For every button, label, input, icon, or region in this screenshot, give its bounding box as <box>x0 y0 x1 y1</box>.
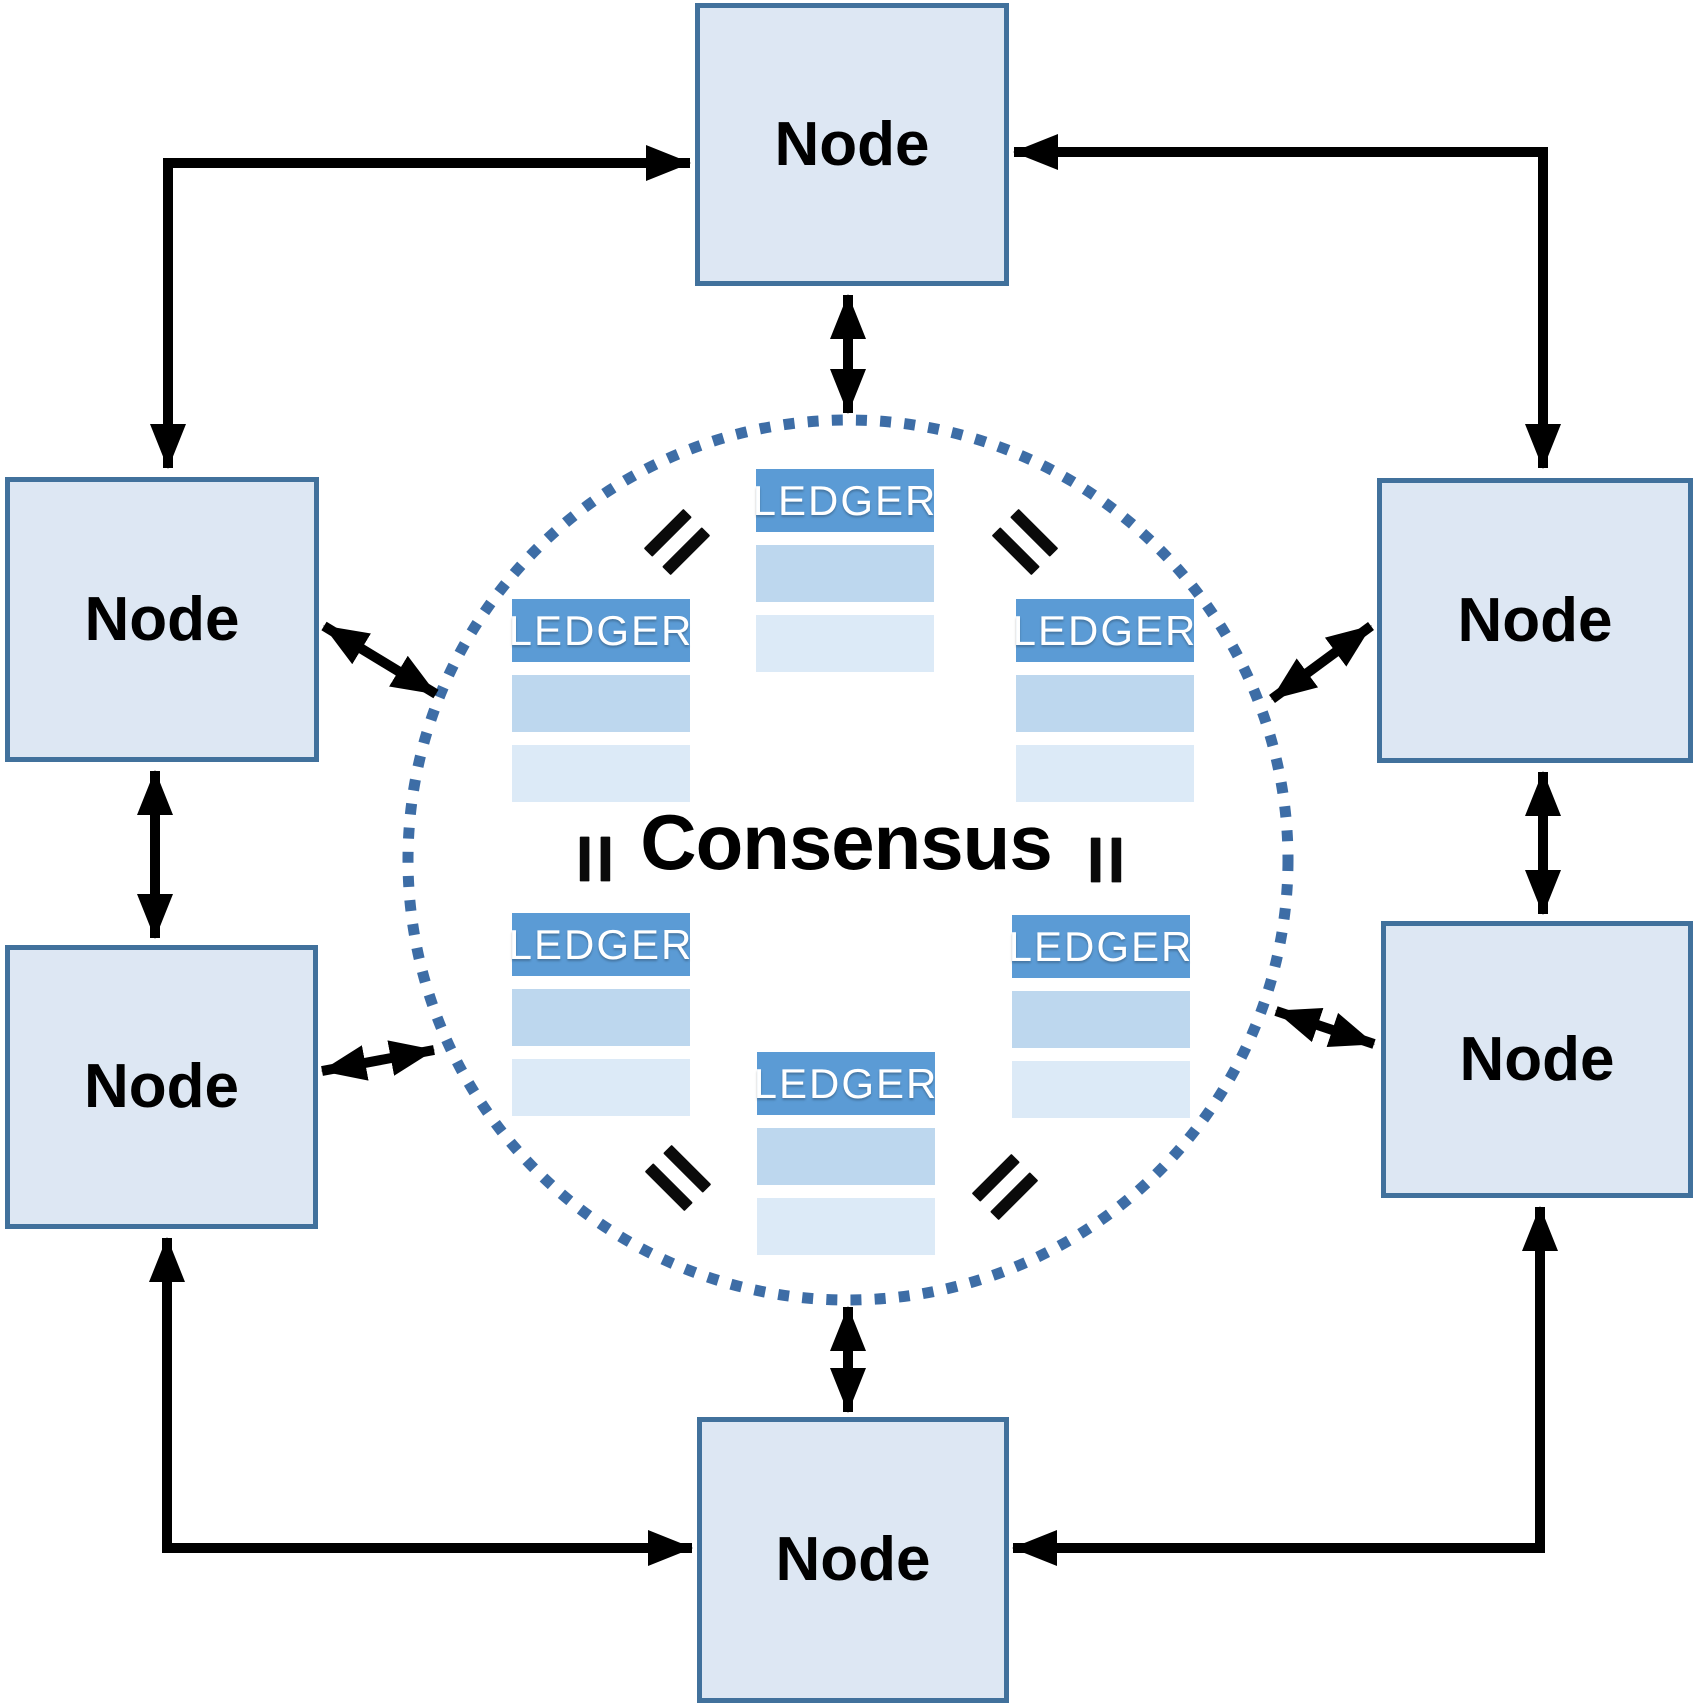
ledger-header: LEDGER <box>1009 915 1191 978</box>
ledger-bottom: LEDGER <box>754 1052 936 1255</box>
ledger-row <box>512 1059 690 1116</box>
ledger-title: LEDGER <box>753 1059 939 1107</box>
consensus-circle <box>402 414 1294 1306</box>
node-top: Node <box>695 3 1009 286</box>
node-right-lower: Node <box>1381 921 1693 1198</box>
ledger-row <box>1016 675 1194 732</box>
ledger-row <box>512 675 690 732</box>
ledger-title: LEDGER <box>508 606 694 654</box>
ledger-header: LEDGER <box>754 1052 936 1115</box>
node-right-upper: Node <box>1377 478 1693 763</box>
node-label: Node <box>1459 1024 1615 1094</box>
node-left-lower: Node <box>5 945 318 1229</box>
ledger-header: LEDGER <box>1013 599 1195 662</box>
arrow-topnode-leftupper <box>149 145 691 469</box>
arrow-leftlower-circle <box>321 1040 435 1081</box>
arrow-leftlower-bottomnode <box>149 1237 693 1567</box>
ledger-row <box>512 989 690 1046</box>
ledger-lower-right: LEDGER <box>1009 915 1191 1118</box>
ledger-row <box>1012 991 1190 1048</box>
ledger-row <box>757 1198 935 1255</box>
ledger-upper-right: LEDGER <box>1013 599 1195 802</box>
arrow-topnode-rightupper <box>1013 133 1561 469</box>
consensus-label: Consensus <box>640 798 1052 886</box>
node-bottom: Node <box>697 1417 1009 1703</box>
arrow-rightlower-bottomnode <box>1012 1206 1559 1566</box>
ledger-title: LEDGER <box>508 920 694 968</box>
ledger-row <box>1012 1061 1190 1118</box>
equals-icon-middle-left <box>579 836 611 882</box>
arrow-leftupper-circle <box>321 621 439 699</box>
ledger-top: LEDGER <box>753 469 935 672</box>
ledger-row <box>756 615 934 672</box>
ledger-header: LEDGER <box>509 599 691 662</box>
node-left-upper: Node <box>5 477 319 762</box>
ledger-upper-left: LEDGER <box>509 599 691 802</box>
ledger-title: LEDGER <box>1012 606 1198 654</box>
ledger-row <box>512 745 690 802</box>
node-label: Node <box>775 1525 931 1594</box>
ledger-header: LEDGER <box>509 913 691 976</box>
ledger-row <box>1016 745 1194 802</box>
node-label: Node <box>774 109 930 179</box>
node-label: Node <box>84 1052 239 1121</box>
ledger-lower-left: LEDGER <box>509 913 691 1116</box>
ledger-title: LEDGER <box>752 476 938 524</box>
ledger-row <box>757 1128 935 1185</box>
ledger-title: LEDGER <box>1008 922 1194 970</box>
node-label: Node <box>1457 585 1613 655</box>
node-label: Node <box>84 584 240 654</box>
arrow-rightupper-circle <box>1269 621 1374 704</box>
arrow-rightlower-circle <box>1274 1006 1376 1049</box>
ledger-header: LEDGER <box>753 469 935 532</box>
equals-icon-middle-right <box>1090 837 1122 883</box>
ledger-row <box>756 545 934 602</box>
